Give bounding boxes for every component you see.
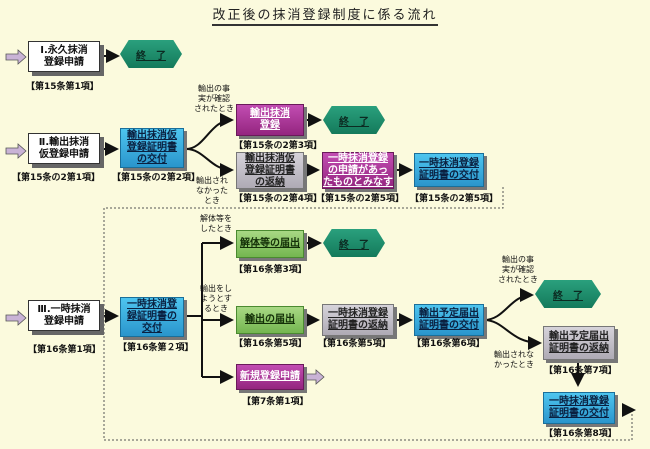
planned-export-cert-return: 輸出予定届出 証明書の返納	[543, 326, 615, 360]
section3-note-confirmed: 輸出の事 実が確認 されたとき	[498, 255, 538, 284]
export-deregistration: 輸出抹消 登録	[236, 104, 304, 136]
deemed-temporary-application: 一時抹消登録 の申請があっ たものとみなす	[322, 152, 394, 189]
temporary-cert-return-ref: 【第16条第5項】	[318, 339, 391, 349]
export-notification-ref: 【第16条第5項】	[234, 339, 307, 349]
temporary-cert-issue-2: 一時抹消登録 証明書の交付	[414, 153, 484, 187]
section2-note-not-exported: 輸出され なかった とき	[196, 176, 228, 205]
section3-note-not-exported: 輸出されな かったとき	[494, 350, 534, 369]
dismantle-notification-ref: 【第16条第3項】	[234, 265, 307, 275]
new-registration-application-ref: 【第7条第1項】	[242, 397, 309, 407]
temporary-cert-issue: 一時抹消登 録証明書の 交付	[120, 297, 184, 337]
permanent-deregistration-ref: 【第15条第1項】	[26, 82, 99, 92]
export-provisional-application-ref: 【第15条の2第1項】	[12, 173, 101, 183]
export-provisional-cert-issue: 輸出抹消仮 登録証明書 の交付	[120, 128, 184, 168]
section3-end-2: 終 了	[535, 280, 601, 308]
export-provisional-cert-return: 輸出抹消仮 登録証明書 の返納	[236, 152, 304, 189]
new-registration-application: 新規登録申請	[236, 364, 304, 390]
temporary-cert-issue-2-ref: 【第15条の2第5項】	[410, 194, 499, 204]
temporary-cert-return: 一時抹消登録 証明書の返納	[322, 304, 394, 336]
temporary-deregistration-application-ref: 【第16条第1項】	[28, 345, 101, 355]
permanent-deregistration-application: Ⅰ.永久抹消 登録申請	[28, 41, 100, 72]
export-deregistration-ref: 【第15条の2第3項】	[234, 141, 323, 151]
temporary-cert-issue-final-ref: 【第16条第8項】	[544, 429, 617, 439]
section3-note-dismantle: 解体等を したとき	[200, 214, 232, 233]
temporary-cert-issue-final: 一時抹消登録 証明書の交付	[543, 392, 615, 424]
export-notification: 輸出の届出	[236, 306, 304, 334]
export-provisional-application: Ⅱ.輸出抹消 仮登録申請	[28, 133, 100, 164]
export-provisional-cert-ref: 【第15条の2第2項】	[112, 173, 201, 183]
temporary-deregistration-application: Ⅲ.一時抹消 登録申請	[28, 300, 100, 331]
section2-end: 終 了	[323, 106, 385, 134]
planned-export-cert-issue: 輸出予定届出 証明書の交付	[414, 304, 484, 336]
planned-export-cert-issue-ref: 【第16条第6項】	[412, 339, 485, 349]
temporary-cert-issue-ref: 【第16条第２項】	[118, 343, 194, 353]
section1-end: 終 了	[120, 40, 182, 68]
export-provisional-cert-return-ref: 【第15条の2第4項】	[234, 194, 323, 204]
section2-note-confirmed: 輸出の事 実が確認 されたとき	[194, 84, 234, 113]
section3-note-export: 輸出をし ようとす るとき	[200, 284, 232, 313]
diagram-title: 改正後の抹消登録制度に係る流れ	[0, 4, 650, 26]
section3-end-1: 終 了	[323, 229, 385, 257]
deemed-temporary-application-ref: 【第15条の2第5項】	[316, 194, 405, 204]
planned-export-cert-return-ref: 【第16条第7項】	[544, 366, 617, 376]
dismantle-notification: 解体等の届出	[236, 230, 304, 258]
